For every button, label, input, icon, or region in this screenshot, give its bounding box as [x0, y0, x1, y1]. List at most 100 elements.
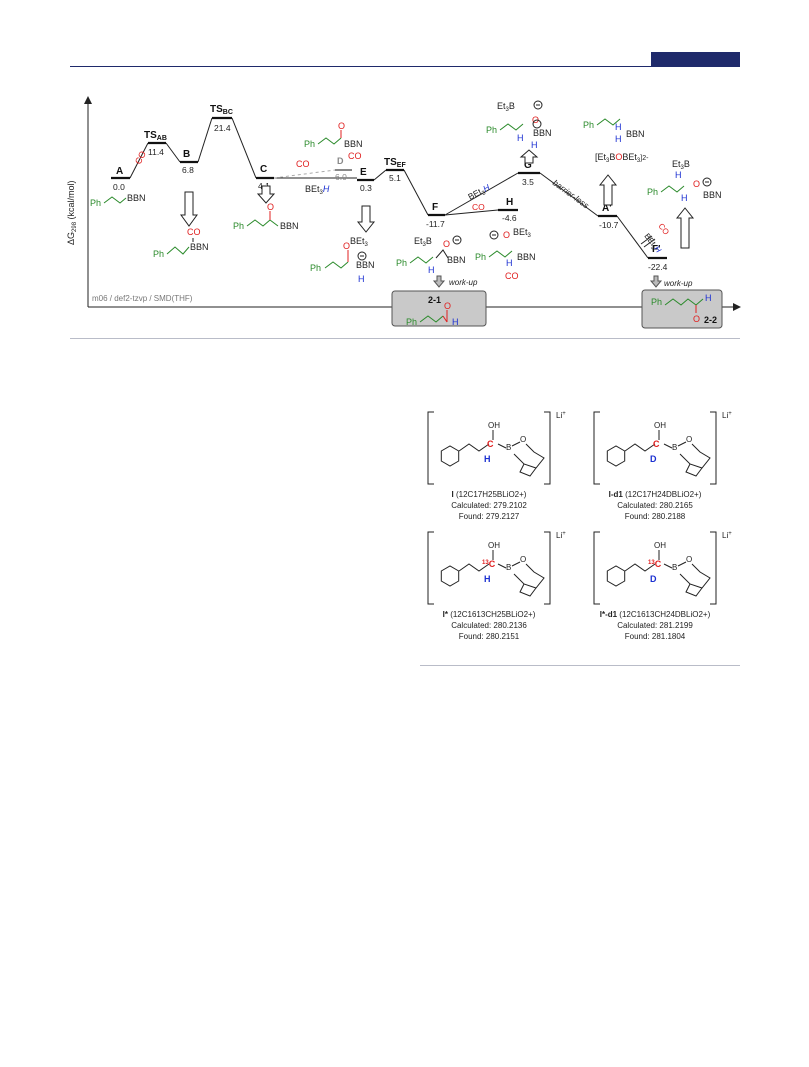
- svg-text:BBN: BBN: [447, 255, 466, 265]
- product-2-1-box: [391, 290, 487, 327]
- ms-found: Found: 280.2188: [625, 512, 686, 521]
- svg-text:O: O: [267, 202, 274, 212]
- bracket-left: [427, 411, 434, 485]
- chain: [624, 443, 656, 452]
- arrow-b: [180, 191, 198, 227]
- ms-calculated: Calculated: 280.2136: [451, 621, 527, 630]
- label-g: G: [524, 160, 532, 171]
- carbon-label: C: [487, 439, 494, 449]
- svg-text:H: H: [517, 133, 524, 143]
- svg-text:BEt3: BEt3: [350, 236, 369, 248]
- value-ap: -10.7: [599, 220, 619, 230]
- svg-text:Ph: Ph: [310, 263, 321, 273]
- benzene-ring: [606, 565, 626, 587]
- ms-calculated: Calculated: 279.2102: [451, 501, 527, 510]
- isotope-label: H: [484, 454, 491, 464]
- ms-found: Found: 281.1804: [625, 632, 686, 641]
- isotope-label: D: [650, 454, 657, 464]
- cut-mark-2: [643, 238, 656, 248]
- barrier-less-label: barrier-less: [551, 178, 592, 211]
- bracket-left: [593, 411, 600, 485]
- svg-text:H: H: [681, 193, 688, 203]
- svg-text:Et3B: Et3B: [414, 236, 432, 248]
- label-c: C: [260, 164, 267, 175]
- header-block: [651, 52, 740, 66]
- bracket-right: [544, 531, 551, 605]
- ms-name: I* (12C1613CH25BLiO2+): [443, 610, 536, 619]
- svg-text:H: H: [705, 293, 712, 303]
- value-g: 3.5: [522, 177, 534, 187]
- svg-text:Ph: Ph: [90, 198, 101, 208]
- svg-text:H: H: [358, 274, 365, 284]
- svg-text:work-up: work-up: [664, 279, 693, 288]
- method-label: m06 / def2-tzvp / SMD(THF): [92, 294, 193, 303]
- label-h: H: [506, 197, 513, 208]
- svg-text:H: H: [452, 317, 459, 327]
- svg-text:CO: CO: [505, 271, 519, 281]
- svg-text:O: O: [686, 555, 692, 564]
- label-fp: F': [652, 244, 661, 255]
- value-h: -4.6: [502, 213, 517, 223]
- svg-text:Et3B: Et3B: [497, 101, 515, 113]
- svg-text:Ph: Ph: [651, 297, 662, 307]
- svg-text:Ph: Ph: [406, 317, 417, 327]
- svg-text:BBN: BBN: [356, 260, 375, 270]
- value-tsef: 5.1: [389, 173, 401, 183]
- svg-text:CO: CO: [348, 151, 362, 161]
- co-label-apfp: CO: [656, 222, 670, 237]
- svg-text:B: B: [672, 443, 677, 452]
- arrow-g: [519, 149, 539, 164]
- li-label: Li+: [556, 411, 566, 420]
- bottom-rule: [420, 665, 740, 666]
- svg-text:O: O: [693, 179, 700, 189]
- profile-path: [129, 117, 649, 259]
- svg-text:Ph: Ph: [475, 252, 486, 262]
- structure-a: [103, 196, 127, 204]
- ms-found: Found: 279.2127: [459, 512, 520, 521]
- carbon-label: 13C: [648, 559, 662, 569]
- label-a: A: [116, 166, 123, 177]
- chain: [458, 443, 490, 452]
- label-f: F: [432, 202, 438, 213]
- y-axis-label: ΔG298 (kcal/mol): [66, 180, 78, 245]
- svg-text:BBN: BBN: [517, 252, 536, 262]
- label-tsef: TSEF: [384, 157, 406, 169]
- value-b: 6.8: [182, 165, 194, 175]
- svg-text:BBN: BBN: [626, 129, 645, 139]
- label-tsab: TSAB: [144, 130, 167, 142]
- bet3h-label-ce: BEt3H: [305, 184, 330, 196]
- ms-name: I-d1 (12C17H24DBLiO2+): [609, 490, 702, 499]
- svg-text:BBN: BBN: [344, 139, 363, 149]
- co-label-fh: CO: [472, 202, 485, 212]
- bet3h-label-fg: BEt3H: [466, 182, 493, 204]
- svg-text:H: H: [615, 134, 622, 144]
- svg-text:CO: CO: [187, 227, 201, 237]
- product-2-2-label: 2-2: [704, 315, 717, 325]
- svg-text:H: H: [506, 258, 513, 268]
- svg-text:BBN: BBN: [533, 128, 552, 138]
- oh-label: OH: [488, 421, 500, 430]
- svg-text:O: O: [444, 301, 451, 311]
- svg-text:BBN: BBN: [190, 242, 209, 252]
- co-label-ab: CO: [133, 149, 148, 166]
- svg-text:Ph: Ph: [233, 221, 244, 231]
- label-ap: A': [602, 203, 612, 214]
- bracket-right: [544, 411, 551, 485]
- svg-text:O: O: [338, 121, 345, 131]
- svg-text:O: O: [686, 435, 692, 444]
- bracket-right: [710, 531, 717, 605]
- section-rule: [70, 338, 740, 339]
- co-label-cd: CO: [296, 159, 310, 169]
- benzene-ring: [606, 445, 626, 467]
- arrow-c: [256, 185, 276, 204]
- arrow-workup-2: [649, 275, 663, 288]
- svg-text:O: O: [520, 435, 526, 444]
- svg-text:BBN: BBN: [127, 193, 146, 203]
- oh-label: OH: [654, 541, 666, 550]
- svg-text:Ph: Ph: [583, 120, 594, 130]
- bicyclic-frame: [677, 441, 711, 477]
- path-c-to-d: [273, 169, 336, 179]
- li-label: Li+: [556, 531, 566, 540]
- ms-name: I (12C17H25BLiO2+): [452, 490, 527, 499]
- svg-text:Ph: Ph: [153, 249, 164, 259]
